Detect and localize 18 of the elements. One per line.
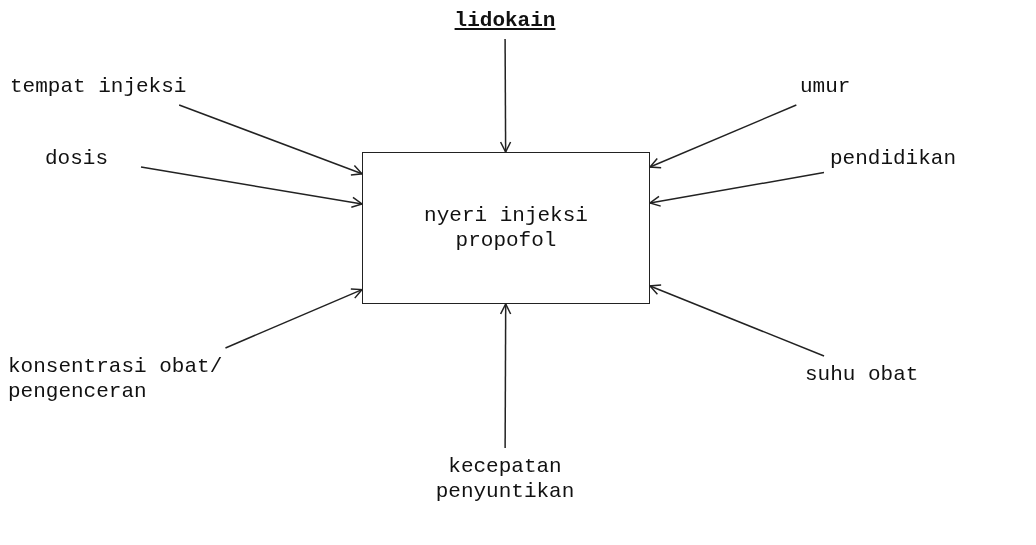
central-box	[362, 152, 650, 304]
node-label: lidokain	[454, 9, 556, 32]
arrow	[178, 104, 363, 176]
node-label: pendidikan	[830, 147, 957, 170]
node-label: suhu obat	[805, 363, 919, 386]
arrow	[649, 284, 825, 357]
arrow	[140, 166, 363, 208]
arrow	[649, 171, 825, 207]
node-label: kecepatan penyuntikan	[435, 455, 575, 504]
arrow	[224, 288, 363, 349]
arrow	[499, 303, 512, 449]
node-label: tempat injeksi	[10, 75, 187, 98]
arrow	[499, 38, 512, 153]
node-label: konsentrasi obat/ pengenceran	[8, 355, 223, 404]
arrow	[649, 104, 798, 169]
node-label: nyeri injeksi propofol	[423, 202, 589, 254]
node-label: dosis	[45, 147, 108, 170]
node-label: umur	[800, 75, 851, 98]
